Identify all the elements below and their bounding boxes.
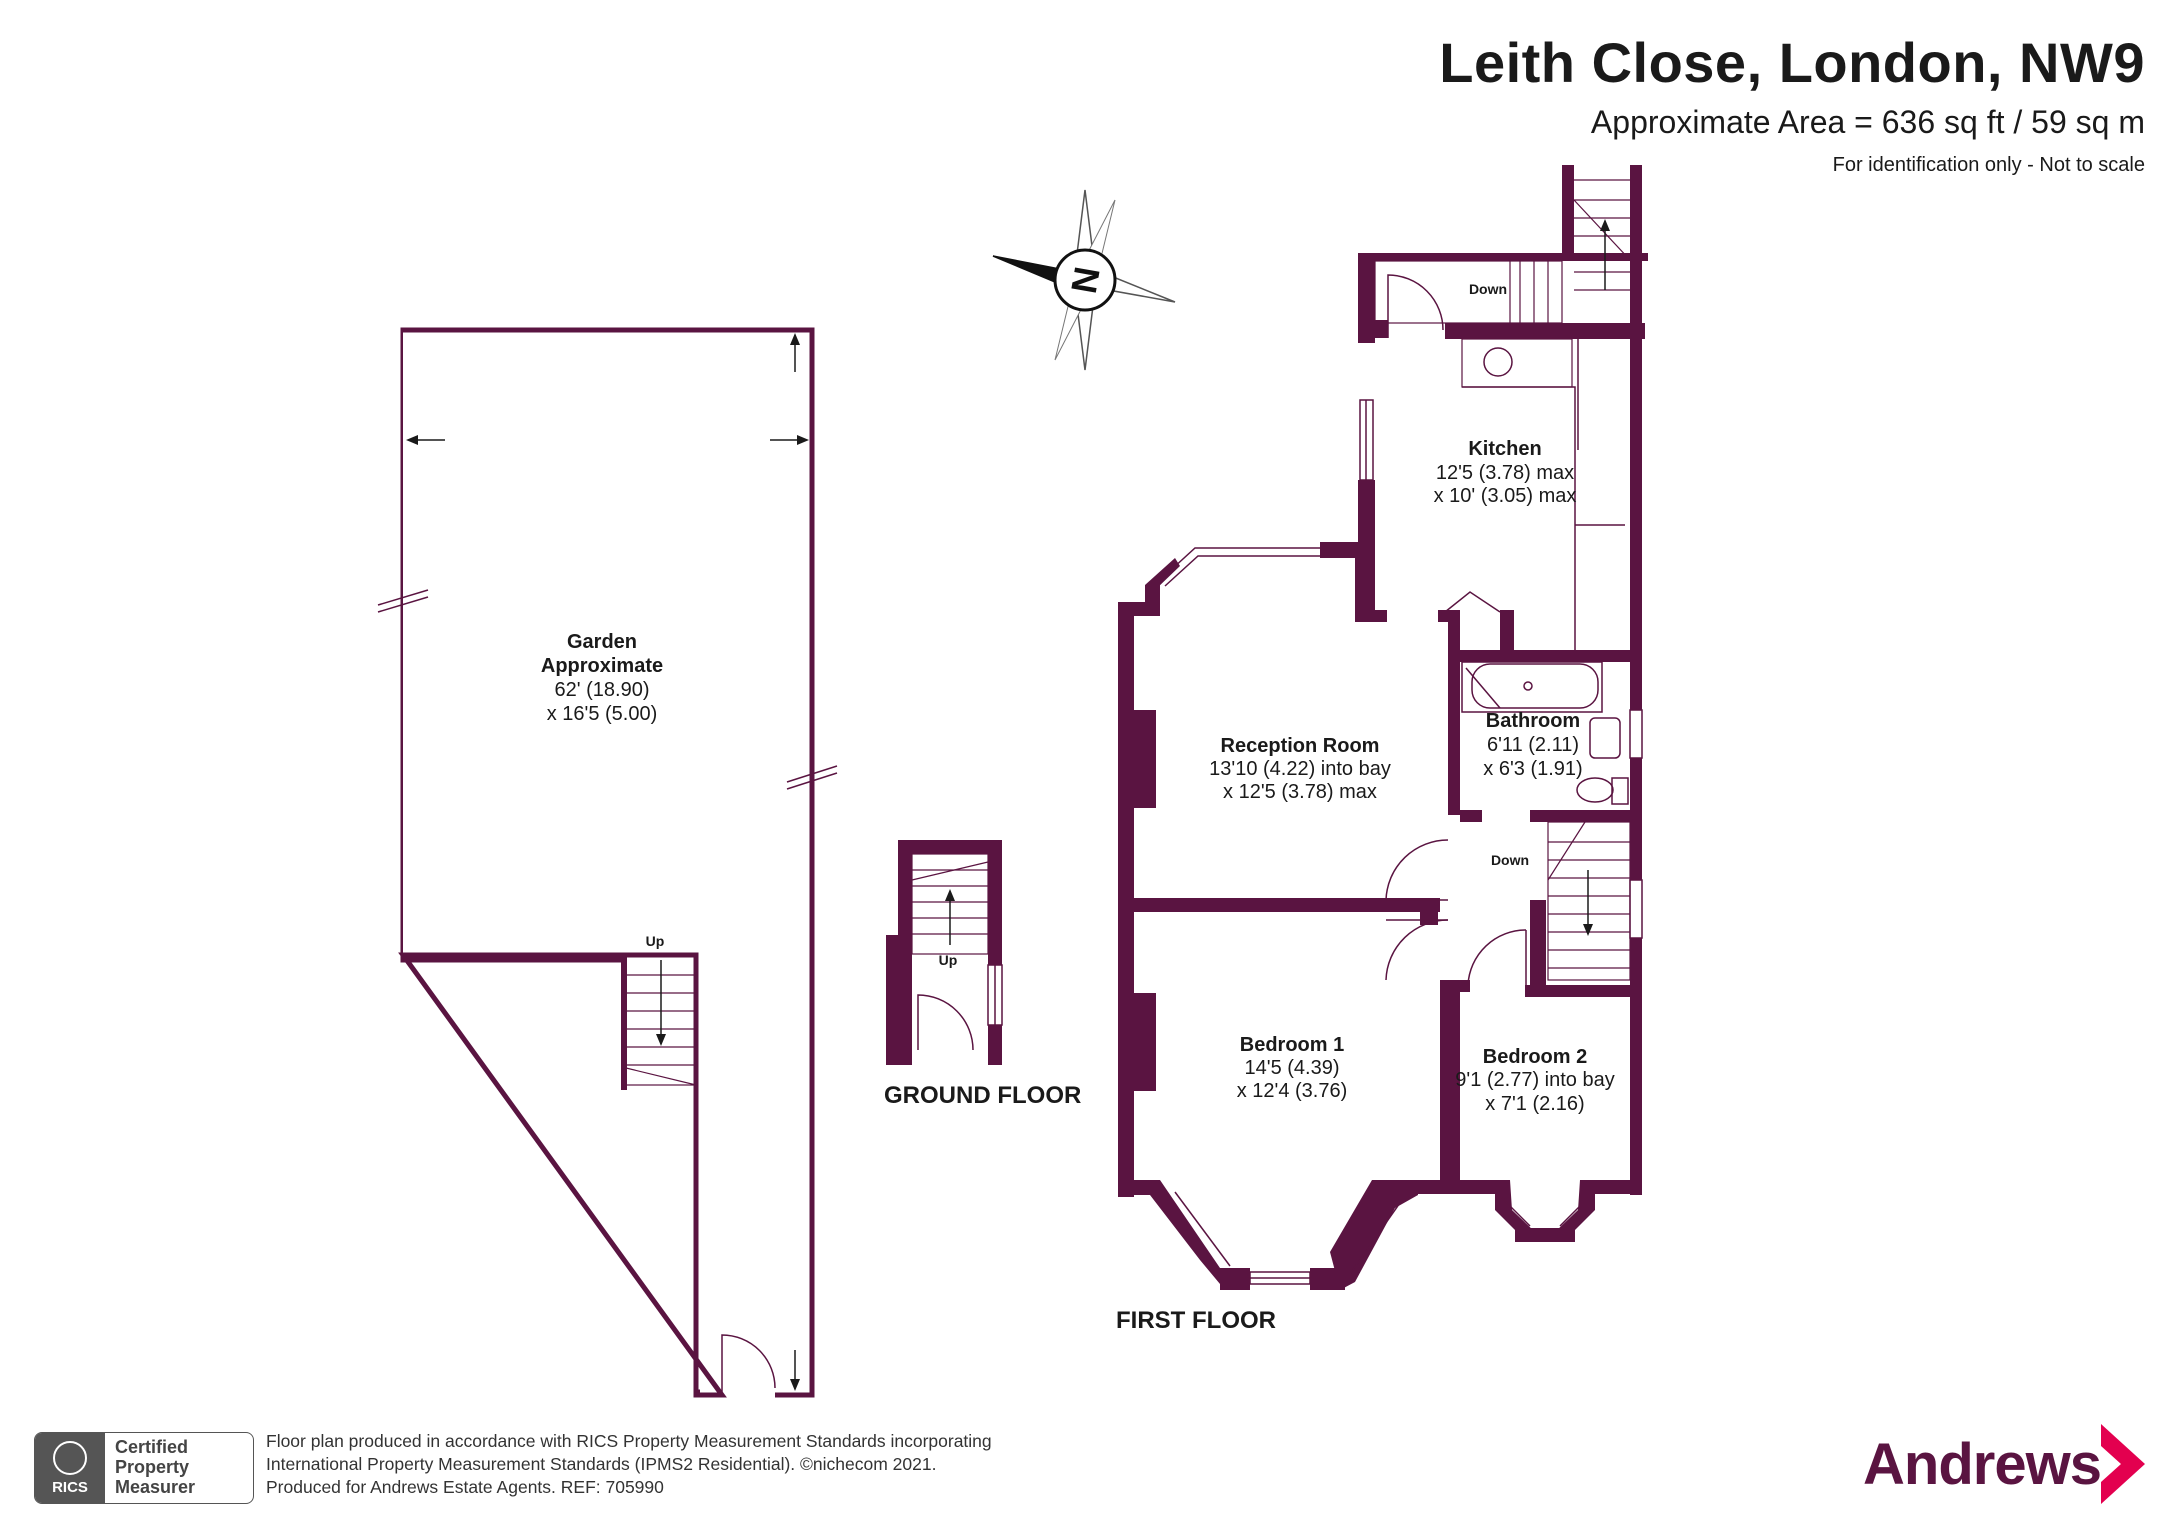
rics-short-label: RICS <box>52 1478 88 1496</box>
rics-line2: Property <box>115 1457 190 1477</box>
bedroom2-name: Bedroom 2 <box>1483 1046 1587 1068</box>
compass-icon: N <box>992 189 1176 371</box>
bedroom1-dim1: 14'5 (4.39) <box>1245 1057 1340 1079</box>
reception-name: Reception Room <box>1221 735 1380 757</box>
footer-line3: Produced for Andrews Estate Agents. REF:… <box>266 1477 664 1497</box>
bathroom-name: Bathroom <box>1486 710 1580 732</box>
first-floor-plan: Down Down Kitchen 12'5 (3.78) max x 10' … <box>1116 165 1648 1334</box>
garden-name-line2: Approximate <box>541 655 663 677</box>
stairs-up-garden-label: Up <box>646 933 665 949</box>
garden-name-line1: Garden <box>567 631 637 653</box>
reception-dim2: x 12'5 (3.78) max <box>1223 781 1377 803</box>
garden-dim2: x 16'5 (5.00) <box>547 703 658 725</box>
property-title: Leith Close, London, NW9 <box>1439 31 2145 94</box>
rics-logo: RICS <box>35 1433 105 1503</box>
brand-chevron-icon <box>2101 1424 2145 1504</box>
footer-line1: Floor plan produced in accordance with R… <box>266 1431 992 1451</box>
scale-note: For identification only - Not to scale <box>1832 154 2145 176</box>
bathroom-dim1: 6'11 (2.11) <box>1487 734 1579 756</box>
approximate-area: Approximate Area = 636 sq ft / 59 sq m <box>1590 104 2145 140</box>
ground-floor-plan: Up GROUND FLOOR <box>884 840 1081 1109</box>
bedroom2-dim1: 9'1 (2.77) into bay <box>1455 1069 1614 1091</box>
footer-line2: International Property Measurement Stand… <box>266 1454 937 1474</box>
footer-disclaimer: Floor plan produced in accordance with R… <box>266 1430 992 1499</box>
stairs-up-ground-label: Up <box>939 952 958 968</box>
rics-seal-icon <box>53 1440 87 1475</box>
rics-certified-badge: RICS Certified Property Measurer <box>34 1432 254 1504</box>
rics-line3: Measurer <box>115 1477 196 1497</box>
kitchen-dim2: x 10' (3.05) max <box>1434 485 1577 507</box>
kitchen-dim1: 12'5 (3.78) max <box>1436 462 1574 484</box>
garden-area: Up Garden Approximate 62' (18.90) x 16'5… <box>377 327 838 1398</box>
garden-dim1: 62' (18.90) <box>555 679 650 701</box>
bedroom1-dim2: x 12'4 (3.76) <box>1237 1080 1348 1102</box>
stairs-down-top-label: Down <box>1469 281 1507 297</box>
kitchen-name: Kitchen <box>1468 438 1541 460</box>
first-floor-label: FIRST FLOOR <box>1116 1307 1276 1334</box>
rics-line1: Certified <box>115 1437 189 1457</box>
bedroom1-name: Bedroom 1 <box>1240 1034 1344 1056</box>
ground-floor-label: GROUND FLOOR <box>884 1082 1081 1109</box>
andrews-logo: Andrews <box>1863 1424 2145 1504</box>
bedroom2-dim2: x 7'1 (2.16) <box>1485 1093 1584 1115</box>
reception-dim1: 13'10 (4.22) into bay <box>1209 758 1391 780</box>
bathroom-dim2: x 6'3 (1.91) <box>1483 758 1582 780</box>
brand-name: Andrews <box>1863 1431 2102 1497</box>
stairs-down-landing-label: Down <box>1491 852 1529 868</box>
